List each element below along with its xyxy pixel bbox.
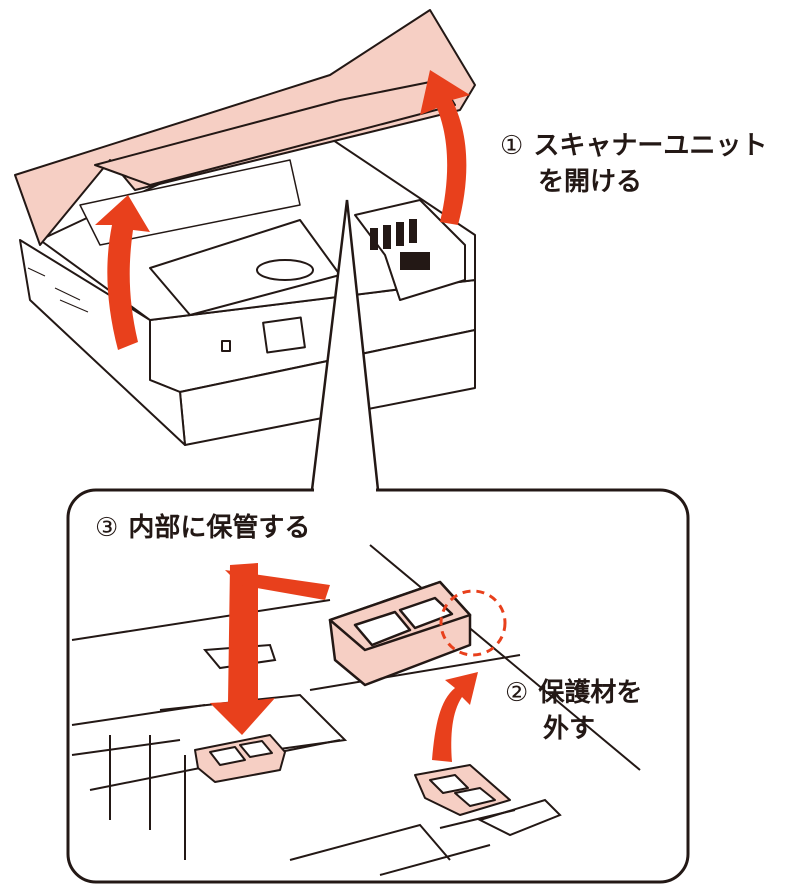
- step-1-text-line2: を開ける: [538, 167, 643, 197]
- protective-material-original: [414, 764, 511, 816]
- button: [221, 340, 231, 352]
- step-2-number: ②: [505, 678, 529, 708]
- lift-arrow-left: [95, 195, 150, 350]
- step-2-text-line2: 外す: [543, 714, 596, 744]
- step-3-label: ③ 内部に保管する: [95, 510, 310, 546]
- protective-material-large: [328, 580, 472, 687]
- lift-arrows: [95, 70, 470, 350]
- step-3-text: 内部に保管する: [128, 513, 311, 543]
- step-3-number: ③: [95, 513, 119, 543]
- lower-arrow: [210, 563, 275, 735]
- vents: [27, 267, 89, 313]
- protective-material-stored: [194, 734, 286, 783]
- printer: [14, 9, 476, 446]
- step-1-label: ① スキャナーユニット を開ける: [500, 128, 767, 200]
- step-2-label: ② 保護材を 外す: [505, 675, 642, 747]
- highlight-circle: [439, 589, 507, 657]
- control-panel: [262, 316, 306, 354]
- lift-arrow-right: [420, 70, 470, 225]
- roller: [256, 259, 314, 281]
- up-arrow: [432, 672, 478, 762]
- ink-cartridges: [370, 219, 430, 270]
- step-1-text-line1: スキャナーユニット: [533, 131, 768, 161]
- step-2-text-line1: 保護材を: [538, 678, 643, 708]
- callout-pointer: [310, 199, 380, 491]
- step-1-number: ①: [500, 131, 524, 161]
- ink-carriage: [354, 199, 466, 301]
- wedge-arrow: [225, 570, 330, 600]
- detail-arrows: [210, 563, 478, 762]
- callout-box: [66, 488, 690, 884]
